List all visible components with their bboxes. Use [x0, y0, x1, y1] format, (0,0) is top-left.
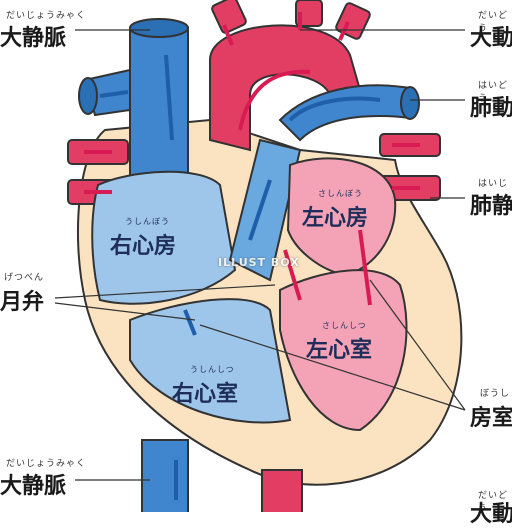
pulmonary-vein-label: 肺静: [470, 194, 512, 219]
svc-label-ruby: だいじょうみゃく: [6, 11, 87, 21]
inferior-vena-cava: [141, 439, 189, 512]
la-ruby: さしんぼう: [318, 189, 363, 198]
aorta-bottom-label: 大動: [470, 502, 512, 527]
ivc-label: 大静脈: [0, 474, 67, 499]
pulmonary-trunk: [228, 138, 302, 282]
svc-opening: [129, 18, 189, 38]
ivc-label-ruby: だいじょうみゃく: [6, 459, 87, 469]
septum-label: 房室: [470, 406, 512, 431]
septum-label-ruby: ぼうし: [480, 389, 511, 399]
pulmonary-artery-label: 肺動: [470, 96, 512, 121]
pulmonary-artery-right-opening: [400, 86, 420, 120]
right-atrium-label: 右心房: [110, 234, 177, 259]
left-ventricle-label: 左心室: [306, 338, 373, 363]
left-atrium-label: 左心房: [302, 206, 369, 231]
aorta-bottom-label-ruby: だいどう: [478, 491, 509, 514]
aorta-label-ruby: だいどう: [478, 11, 509, 34]
pulmonary-artery-left-opening: [78, 77, 98, 115]
aorta: [209, 24, 362, 152]
right-atrium: [91, 170, 237, 305]
descending-aorta: [261, 469, 303, 512]
aorta-label: 大動: [470, 26, 512, 51]
watermark: ILLUST BOX: [218, 256, 300, 269]
pulmonary-artery-label-ruby: はいどう: [478, 81, 509, 104]
left-atrium: [286, 157, 397, 277]
ra-ruby: うしんぼう: [125, 217, 170, 226]
leader-lines: [54, 29, 466, 481]
pulmonary-vein-label-ruby: はいじ: [478, 179, 509, 189]
blood-flow-arrows-red: [84, 12, 420, 306]
valve-label: 月弁: [0, 290, 45, 315]
valve-label-ruby: げつべん: [4, 273, 45, 283]
right-ventricle-label: 右心室: [172, 382, 239, 407]
left-ventricle: [279, 269, 408, 432]
right-ventricle: [129, 298, 292, 424]
lv-ruby: さしんしつ: [322, 321, 367, 330]
heart-diagram: [54, 0, 466, 512]
rv-ruby: うしんしつ: [190, 365, 235, 374]
svc-label: 大静脈: [0, 26, 67, 51]
blood-flow-arrows-blue: [99, 54, 381, 500]
